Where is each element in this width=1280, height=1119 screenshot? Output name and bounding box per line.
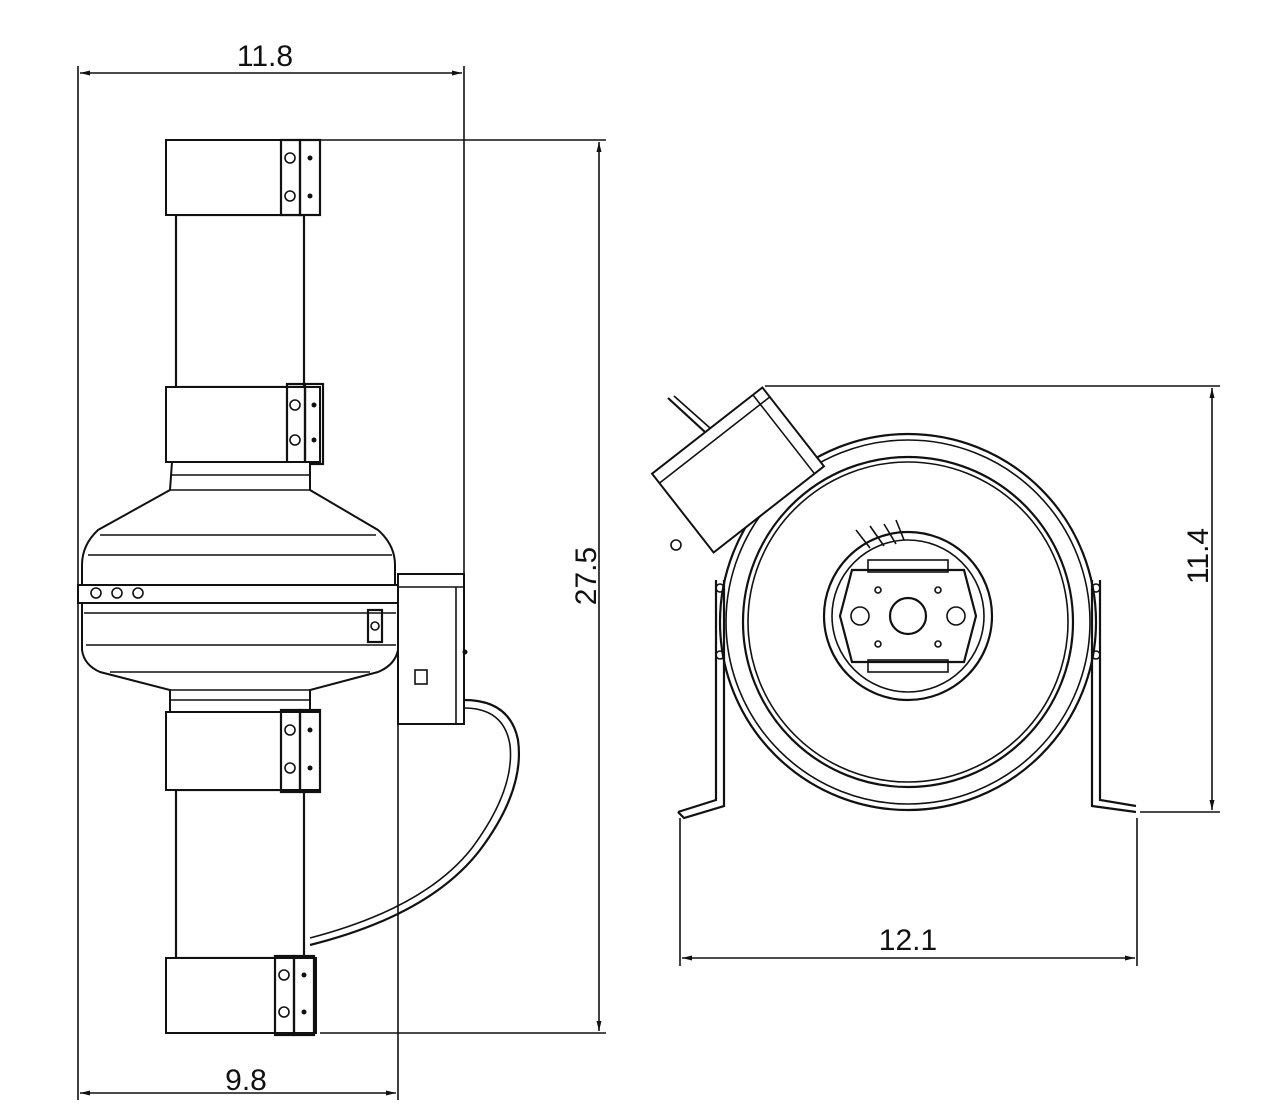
junction-box — [397, 573, 468, 725]
dimension-overall-width: 11.8 — [77, 40, 465, 1100]
dimension-label-12-1: 12.1 — [879, 924, 937, 957]
dimension-label-11-8: 11.8 — [237, 40, 293, 73]
upper-collar — [165, 382, 325, 466]
fan-housing — [77, 461, 399, 713]
end-view: 11.4 12.1 — [650, 385, 1220, 966]
top-mounting-collar — [165, 138, 322, 217]
lower-collar — [165, 708, 322, 794]
dimension-end-height: 11.4 — [765, 385, 1220, 813]
motor-hub — [838, 519, 978, 673]
dimension-end-width: 12.1 — [679, 818, 1138, 966]
side-view: 11.8 9.8 27.5 — [77, 40, 606, 1100]
power-cord — [309, 698, 520, 947]
right-mounting-bracket — [1090, 580, 1137, 814]
dimension-overall-height: 27.5 — [320, 139, 606, 1034]
dimension-base-width: 9.8 — [80, 720, 399, 1100]
fan-end-body — [718, 432, 1098, 812]
dimension-label-11-4: 11.4 — [1182, 528, 1215, 584]
dimension-label-27-5: 27.5 — [570, 547, 603, 605]
left-mounting-bracket — [677, 580, 726, 820]
bottom-mounting-collar — [165, 954, 317, 1037]
dimension-label-9-8: 9.8 — [225, 1064, 267, 1097]
end-junction-box — [650, 386, 826, 554]
